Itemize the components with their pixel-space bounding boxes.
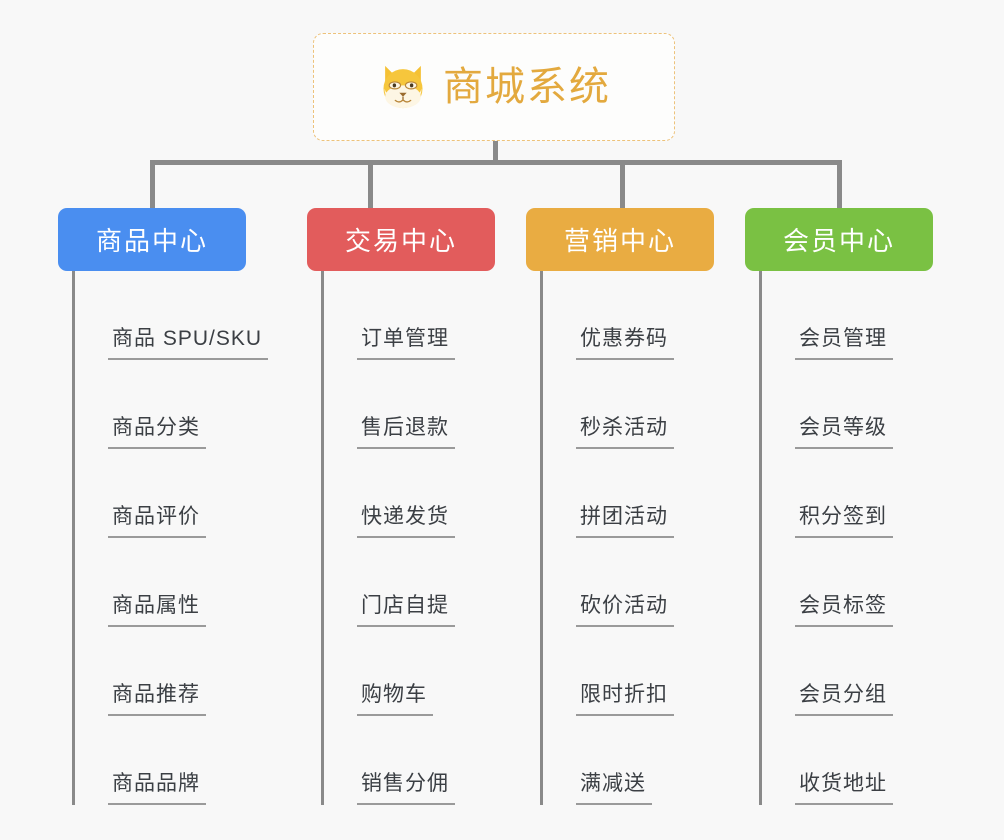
list-item[interactable]: 销售分佣 bbox=[324, 716, 495, 805]
list-item[interactable]: 砍价活动 bbox=[543, 538, 714, 627]
leaf-label: 快递发货 bbox=[357, 500, 455, 538]
category-column-1: 商品中心 商品 SPU/SKU 商品分类 商品评价 商品属性 商品推荐 商品品牌 bbox=[58, 208, 269, 805]
list-item[interactable]: 会员标签 bbox=[762, 538, 933, 627]
leaf-label: 门店自提 bbox=[357, 589, 455, 627]
leaf-label: 会员管理 bbox=[795, 322, 893, 360]
leaf-label: 订单管理 bbox=[357, 322, 455, 360]
leaf-label: 会员等级 bbox=[795, 411, 893, 449]
leaf-label: 满减送 bbox=[576, 767, 652, 805]
leaf-list-4: 会员管理 会员等级 积分签到 会员标签 会员分组 收货地址 bbox=[759, 271, 933, 805]
list-item[interactable]: 商品评价 bbox=[75, 449, 246, 538]
connector-drop-4 bbox=[837, 160, 842, 208]
list-item[interactable]: 会员分组 bbox=[762, 627, 933, 716]
list-item[interactable]: 购物车 bbox=[324, 627, 495, 716]
root-node[interactable]: 商城系统 bbox=[313, 33, 675, 141]
list-item[interactable]: 积分签到 bbox=[762, 449, 933, 538]
list-item[interactable]: 商品推荐 bbox=[75, 627, 246, 716]
leaf-label: 会员标签 bbox=[795, 589, 893, 627]
leaf-label: 积分签到 bbox=[795, 500, 893, 538]
category-header-label: 交易中心 bbox=[344, 226, 457, 256]
leaf-label: 商品 SPU/SKU bbox=[108, 322, 269, 360]
category-header-2[interactable]: 交易中心 bbox=[307, 208, 495, 271]
leaf-label: 销售分佣 bbox=[357, 767, 455, 805]
list-item[interactable]: 售后退款 bbox=[324, 360, 495, 449]
list-item[interactable]: 商品属性 bbox=[75, 538, 246, 627]
list-item[interactable]: 门店自提 bbox=[324, 538, 495, 627]
list-item[interactable]: 订单管理 bbox=[324, 271, 495, 360]
list-item[interactable]: 会员管理 bbox=[762, 271, 933, 360]
list-item[interactable]: 优惠券码 bbox=[543, 271, 714, 360]
category-header-label: 商品中心 bbox=[95, 226, 208, 256]
list-item[interactable]: 秒杀活动 bbox=[543, 360, 714, 449]
leaf-label: 商品分类 bbox=[108, 411, 206, 449]
category-column-4: 会员中心 会员管理 会员等级 积分签到 会员标签 会员分组 收货地址 bbox=[745, 208, 933, 805]
leaf-label: 商品推荐 bbox=[108, 678, 206, 716]
leaf-label: 购物车 bbox=[357, 678, 433, 716]
leaf-list-3: 优惠券码 秒杀活动 拼团活动 砍价活动 限时折扣 满减送 bbox=[540, 271, 714, 805]
leaf-label: 会员分组 bbox=[795, 678, 893, 716]
leaf-label: 优惠券码 bbox=[576, 322, 674, 360]
leaf-label: 秒杀活动 bbox=[576, 411, 674, 449]
leaf-label: 商品评价 bbox=[108, 500, 206, 538]
category-column-2: 交易中心 订单管理 售后退款 快递发货 门店自提 购物车 销售分佣 bbox=[307, 208, 495, 805]
leaf-label: 砍价活动 bbox=[576, 589, 674, 627]
connector-drop-3 bbox=[620, 160, 625, 208]
leaf-label: 商品属性 bbox=[108, 589, 206, 627]
category-header-1[interactable]: 商品中心 bbox=[58, 208, 246, 271]
list-item[interactable]: 限时折扣 bbox=[543, 627, 714, 716]
list-item[interactable]: 快递发货 bbox=[324, 449, 495, 538]
list-item[interactable]: 拼团活动 bbox=[543, 449, 714, 538]
leaf-label: 收货地址 bbox=[795, 767, 893, 805]
category-column-3: 营销中心 优惠券码 秒杀活动 拼团活动 砍价活动 限时折扣 满减送 bbox=[526, 208, 714, 805]
connector-drop-1 bbox=[150, 160, 155, 208]
leaf-label: 拼团活动 bbox=[576, 500, 674, 538]
list-item[interactable]: 商品分类 bbox=[75, 360, 246, 449]
category-header-label: 营销中心 bbox=[563, 226, 676, 256]
list-item[interactable]: 商品品牌 bbox=[75, 716, 246, 805]
connector-root-stem bbox=[493, 141, 498, 165]
leaf-label: 售后退款 bbox=[357, 411, 455, 449]
connector-horizontal-bus bbox=[150, 160, 842, 165]
root-title: 商城系统 bbox=[443, 65, 611, 109]
connector-drop-2 bbox=[368, 160, 373, 208]
category-header-label: 会员中心 bbox=[782, 226, 895, 256]
list-item[interactable]: 满减送 bbox=[543, 716, 714, 805]
list-item[interactable]: 会员等级 bbox=[762, 360, 933, 449]
leaf-list-2: 订单管理 售后退款 快递发货 门店自提 购物车 销售分佣 bbox=[321, 271, 495, 805]
list-item[interactable]: 商品 SPU/SKU bbox=[75, 271, 269, 360]
leaf-label: 限时折扣 bbox=[576, 678, 674, 716]
list-item[interactable]: 收货地址 bbox=[762, 716, 933, 805]
leaf-list-1: 商品 SPU/SKU 商品分类 商品评价 商品属性 商品推荐 商品品牌 bbox=[72, 271, 269, 805]
shiba-dog-face-icon bbox=[383, 65, 423, 110]
category-header-4[interactable]: 会员中心 bbox=[745, 208, 933, 271]
leaf-label: 商品品牌 bbox=[108, 767, 206, 805]
category-header-3[interactable]: 营销中心 bbox=[526, 208, 714, 271]
